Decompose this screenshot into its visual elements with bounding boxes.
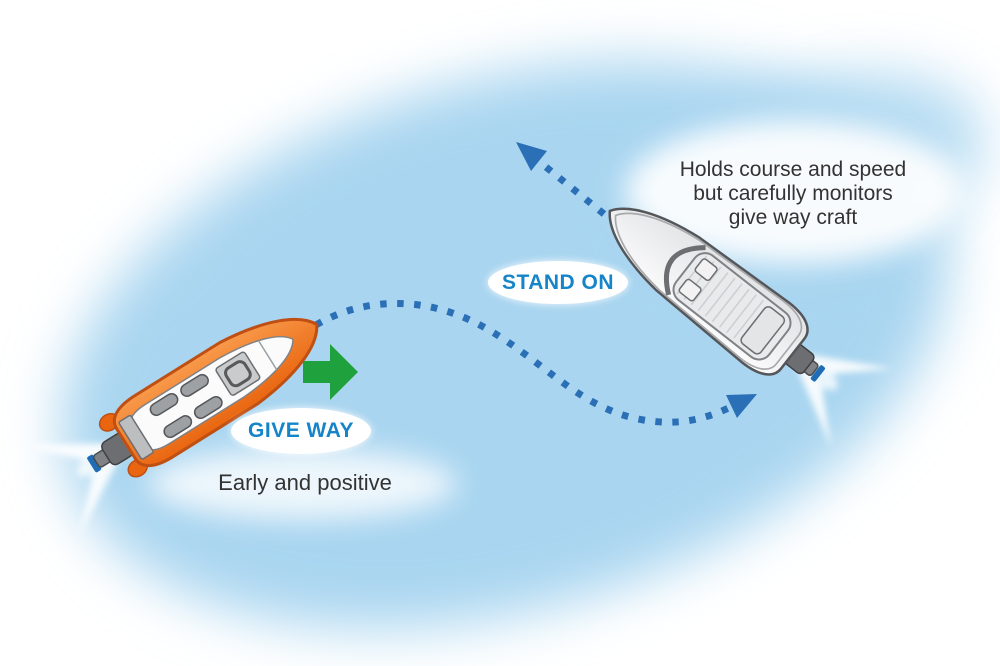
give-way-badge: GIVE WAY <box>231 408 371 454</box>
stand-on-badge-label: STAND ON <box>501 270 615 294</box>
give-way-course-path <box>314 300 735 426</box>
stand-on-note: Holds course and speed but carefully mon… <box>643 158 943 230</box>
give-way-badge-label: GIVE WAY <box>248 419 354 442</box>
rib-outboard-motor <box>87 432 134 473</box>
motorboat-seat-port <box>678 278 702 302</box>
stand-on-badge: STAND ON <box>488 261 628 304</box>
give-way-course <box>314 300 757 426</box>
motorboat-gunwale-line <box>614 212 803 370</box>
stand-on-note-line: but carefully monitors <box>693 182 893 205</box>
give-way-note: Early and positive <box>205 471 405 495</box>
give-way-note-line: Early and positive <box>218 470 392 495</box>
stand-on-course-arrowhead-icon <box>516 142 547 171</box>
rib-console <box>215 351 261 396</box>
rib-seats <box>149 373 223 439</box>
give-way-course-arrowhead-icon <box>726 394 757 418</box>
green-right-arrow-icon <box>303 344 358 400</box>
stand-on-note-cloud <box>625 120 965 264</box>
motorboat-windshield <box>663 245 706 296</box>
give-way-note-band <box>147 448 457 520</box>
stand-on-note-line: give way craft <box>728 206 858 229</box>
stand-on-course <box>516 142 607 217</box>
rib-transom <box>118 414 154 460</box>
motorboat-seat-starboard <box>694 258 718 281</box>
motorboat-rear-bench <box>740 306 786 355</box>
stand-on-note-line: Holds course and speed <box>679 158 907 181</box>
motorboat-outboard-motor <box>783 343 825 382</box>
motorboat-cockpit <box>663 245 792 361</box>
give-way-boat <box>24 317 319 534</box>
